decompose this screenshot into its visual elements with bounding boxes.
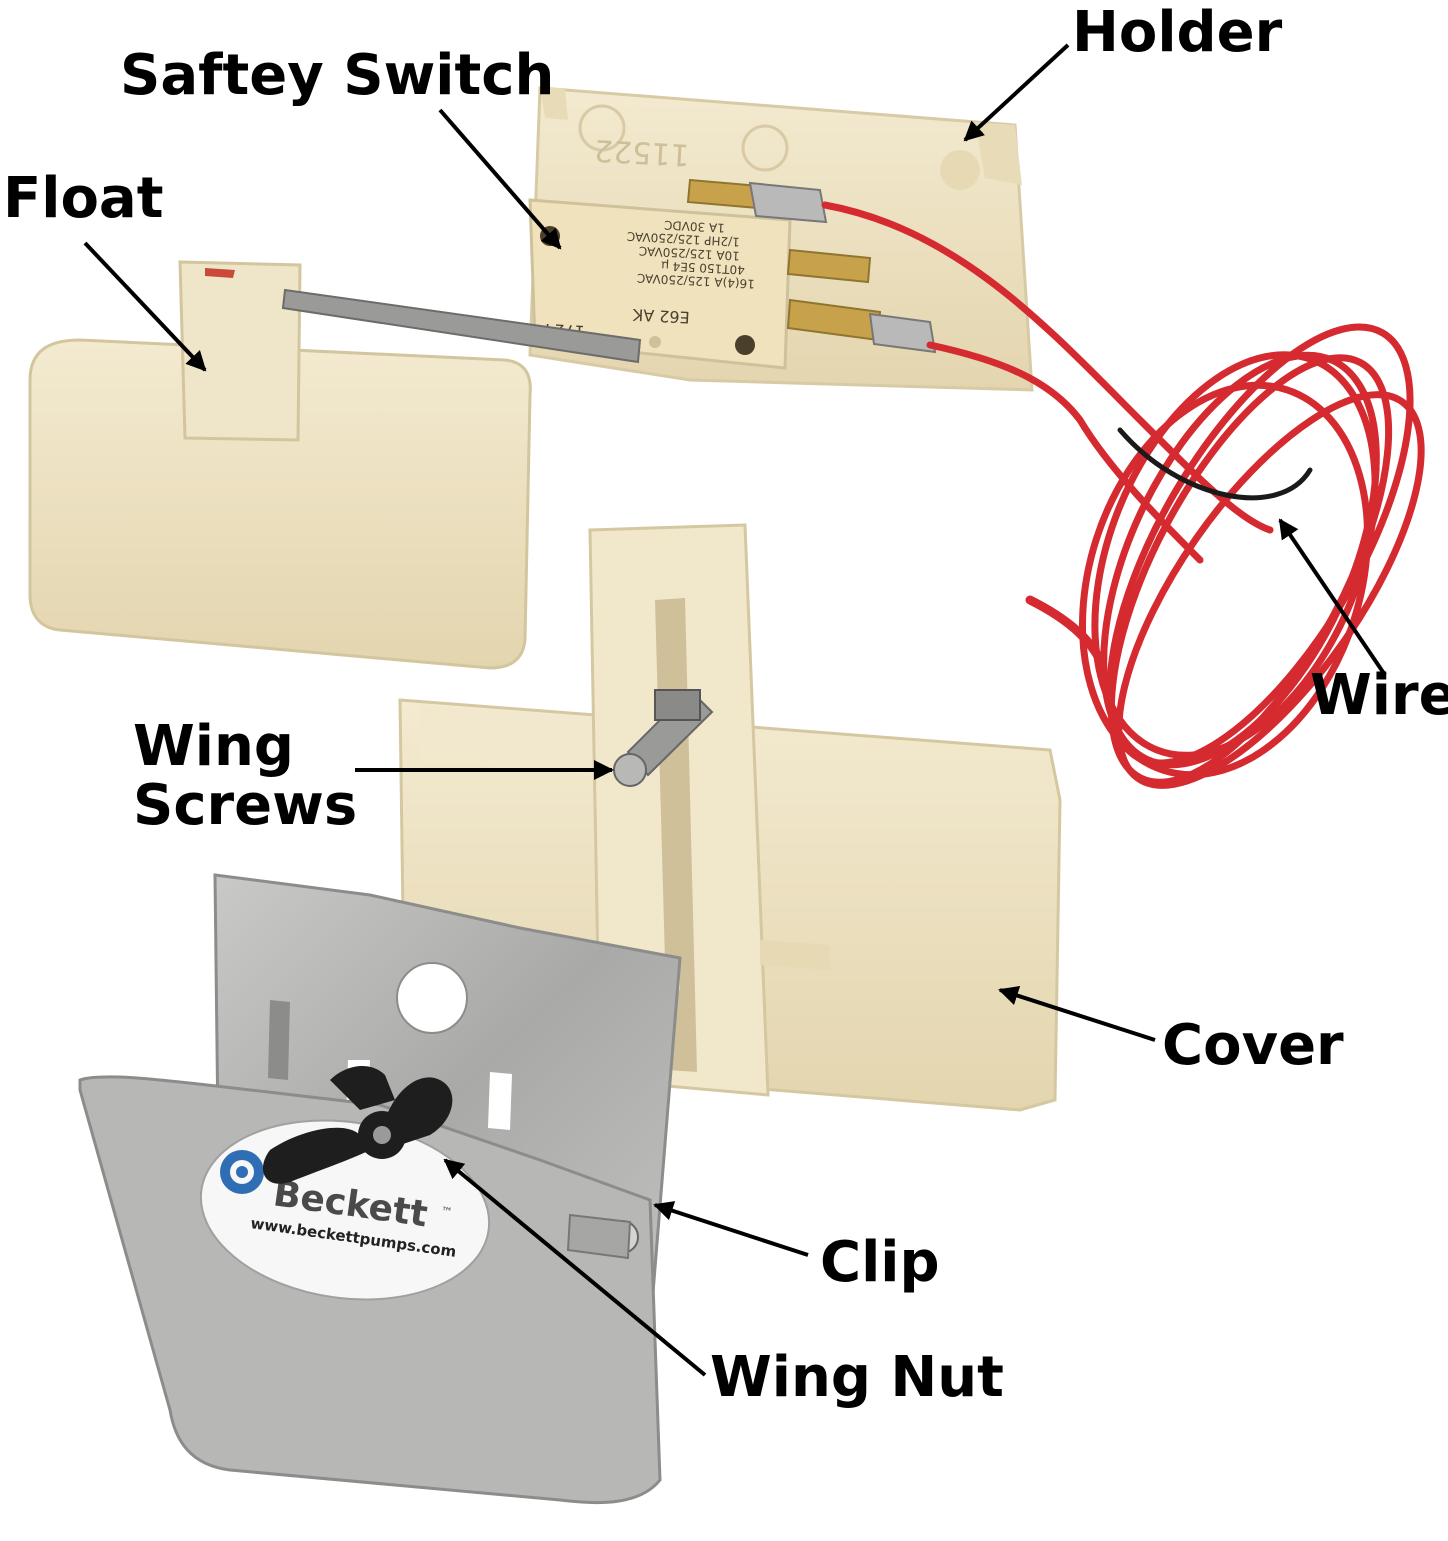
switch-rating-1: 40T150 5E4 µ [661, 259, 746, 277]
label-wire: Wire [1310, 663, 1448, 728]
label-cover: Cover [1162, 1013, 1344, 1078]
holder-code: 11522 [593, 132, 690, 172]
switch-rating-0: 16(4)A 125/250VAC [637, 271, 756, 291]
switch-rating-4: 1A 30VDC [664, 218, 725, 235]
wing-nut-arrow [443, 1158, 707, 1377]
float [28, 260, 642, 670]
switch-rating-2: 10A 125/250VAC [639, 244, 741, 263]
leader-lines [83, 43, 1387, 1377]
wire-coil [821, 201, 1425, 789]
clip-brand-tm: ™ [440, 1204, 454, 1220]
switch-model: E62 AK [632, 305, 690, 327]
label-clip: Clip [820, 1230, 940, 1295]
wing-screw [613, 688, 714, 787]
wing-nut [262, 1065, 453, 1184]
clip-arrow [653, 1201, 809, 1257]
float-arrow [83, 241, 207, 372]
label-float: Float [3, 166, 164, 231]
wire-arrow [1278, 518, 1387, 677]
label-holder: Holder [1072, 0, 1283, 65]
holder-arrow [963, 43, 1070, 142]
switch-rating-3: 1/2HP 125/250VAC [627, 229, 741, 249]
safety-switch-arrow [438, 108, 562, 250]
label-wing-nut: Wing Nut [710, 1345, 1004, 1410]
switch-terminals [686, 178, 937, 354]
label-wing-screws-line2: Screws [133, 773, 358, 838]
label-safety-switch: Saftey Switch [120, 43, 555, 108]
label-wing-screws-line1: Wing [133, 714, 294, 779]
cover-arrow [998, 986, 1156, 1042]
